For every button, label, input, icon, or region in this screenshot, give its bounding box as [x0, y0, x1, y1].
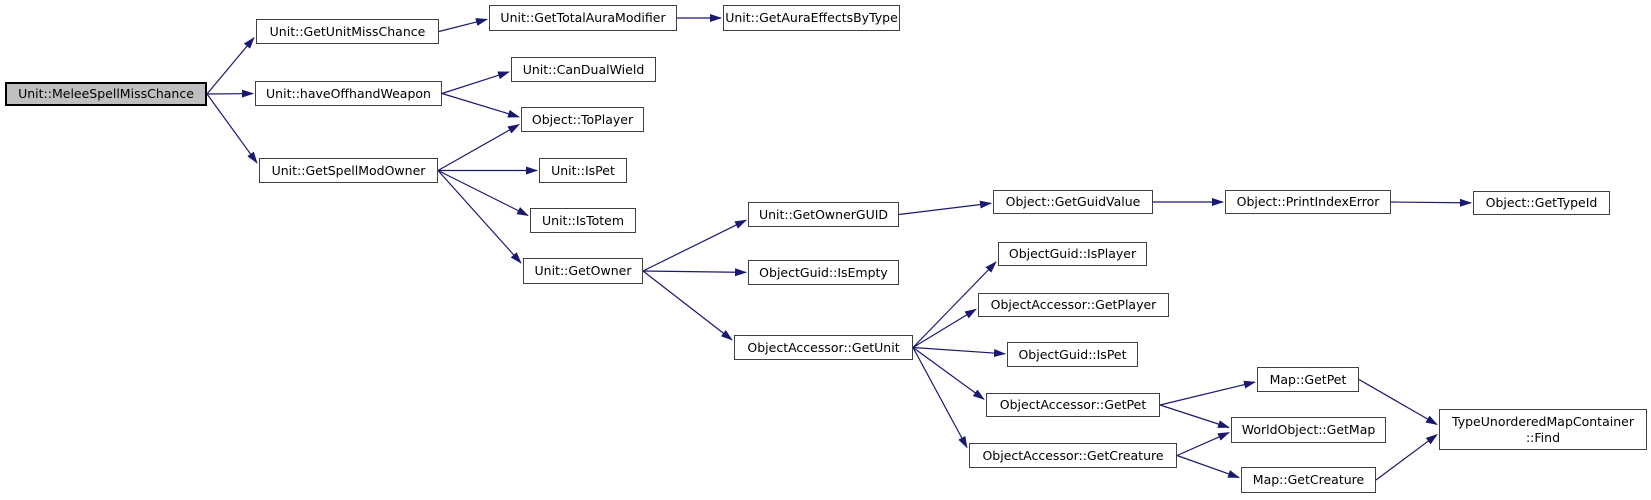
edge-getCreature-to-worldGetMap	[1176, 432, 1230, 457]
edge-mapGetPet-to-find	[1358, 378, 1438, 426]
edge-melee-to-getSpellModOwner	[206, 93, 258, 164]
graph-node-getTotalAuraModifier[interactable]: Unit::GetTotalAuraModifier	[489, 5, 677, 31]
graph-node-getSpellModOwner[interactable]: Unit::GetSpellModOwner	[259, 158, 438, 183]
edge-getOwnerGUID-to-getGuidValue	[898, 200, 992, 216]
graph-node-getTypeId[interactable]: Object::GetTypeId	[1473, 191, 1610, 215]
edge-getOwner-to-isEmpty	[642, 268, 747, 277]
graph-node-toPlayer[interactable]: Object::ToPlayer	[521, 107, 644, 132]
edge-printIndexError-to-getTypeId	[1390, 198, 1472, 207]
graph-node-getAuraEffectsByType[interactable]: Unit::GetAuraEffectsByType	[723, 5, 900, 31]
graph-node-worldGetMap[interactable]: WorldObject::GetMap	[1231, 417, 1386, 443]
edge-getUnit-to-isPlayer	[912, 261, 997, 348]
edge-getUnit-to-getCreature	[912, 347, 968, 449]
edge-haveOffhand-to-toPlayer	[441, 92, 520, 118]
graph-node-getPlayer[interactable]: ObjectAccessor::GetPlayer	[978, 293, 1169, 317]
graph-node-isPlayer[interactable]: ObjectGuid::IsPlayer	[998, 242, 1147, 266]
edge-getSpellModOwner-to-isTotem	[437, 169, 529, 217]
edge-getPet-to-mapGetPet	[1159, 380, 1256, 406]
graph-node-melee[interactable]: Unit::MeleeSpellMissChance	[5, 82, 207, 106]
edge-getUnit-to-getPlayer	[912, 308, 977, 349]
graph-node-getOwner[interactable]: Unit::GetOwner	[523, 258, 643, 284]
edge-getSpellModOwner-to-getOwner	[437, 170, 522, 264]
graph-node-isTotem[interactable]: Unit::IsTotem	[530, 208, 636, 233]
graph-node-getCreature[interactable]: ObjectAccessor::GetCreature	[969, 443, 1177, 468]
edge-mapGetCreature-to-find	[1375, 433, 1438, 481]
graph-node-getOwnerGUID[interactable]: Unit::GetOwnerGUID	[748, 202, 899, 227]
edge-melee-to-getUnitMissChance	[206, 36, 255, 95]
graph-node-getUnitMissChance[interactable]: Unit::GetUnitMissChance	[256, 19, 439, 44]
edge-getUnit-to-isPetGuid	[912, 346, 1006, 358]
edges-group	[206, 14, 1472, 481]
graph-node-getPet[interactable]: ObjectAccessor::GetPet	[986, 393, 1160, 417]
edge-getUnitMissChance-to-getTotalAuraModifier	[438, 18, 488, 33]
edge-getOwner-to-getUnit	[642, 270, 733, 341]
graph-node-printIndexError[interactable]: Object::PrintIndexError	[1225, 190, 1391, 214]
edge-getOwner-to-getOwnerGUID	[642, 219, 747, 272]
graph-node-mapGetPet[interactable]: Map::GetPet	[1257, 367, 1359, 392]
edge-getPet-to-worldGetMap	[1159, 404, 1230, 429]
graph-node-canDualWield[interactable]: Unit::CanDualWield	[511, 57, 656, 82]
edge-getCreature-to-mapGetCreature	[1176, 454, 1240, 479]
graph-node-isEmpty[interactable]: ObjectGuid::IsEmpty	[748, 260, 899, 285]
graph-node-mapGetCreature[interactable]: Map::GetCreature	[1241, 467, 1376, 493]
graph-node-isPetGuid[interactable]: ObjectGuid::IsPet	[1007, 342, 1138, 367]
edge-haveOffhand-to-canDualWield	[441, 71, 510, 95]
graph-node-getGuidValue[interactable]: Object::GetGuidValue	[993, 190, 1153, 214]
graph-node-getUnit[interactable]: ObjectAccessor::GetUnit	[734, 335, 913, 360]
graph-node-isPet[interactable]: Unit::IsPet	[539, 158, 627, 183]
graph-node-haveOffhand[interactable]: Unit::haveOffhandWeapon	[255, 81, 442, 106]
edge-getSpellModOwner-to-toPlayer	[437, 124, 520, 172]
graph-node-find[interactable]: TypeUnorderedMapContainer ::Find	[1439, 409, 1647, 450]
edge-getUnit-to-getPet	[912, 347, 985, 400]
